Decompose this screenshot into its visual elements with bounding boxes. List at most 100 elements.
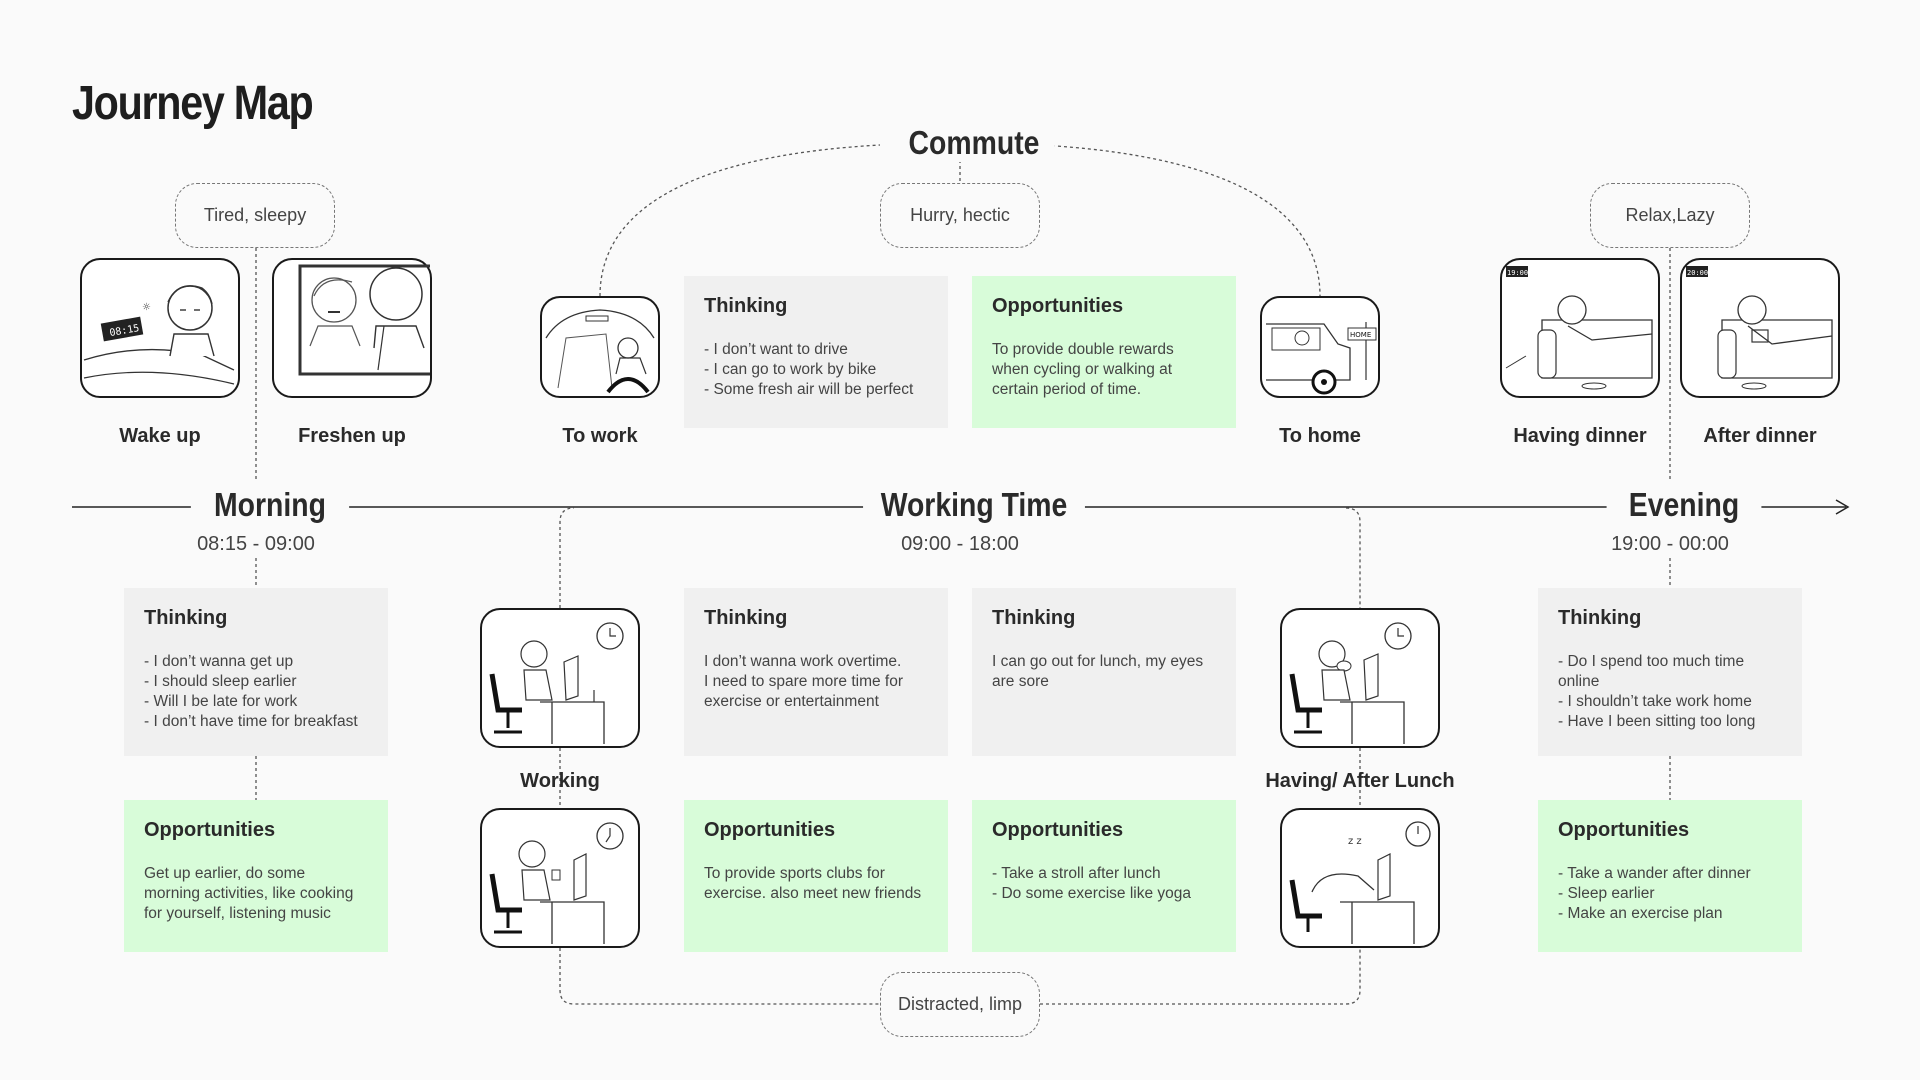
svg-text:08:15: 08:15 [109, 323, 141, 339]
card-working-opportunities: Opportunities To provide sports clubs fo… [684, 800, 948, 952]
card-line: - I can go to work by bike [704, 361, 877, 378]
card-lunch-thinking: Thinking I can go out for lunch, my eyes… [972, 588, 1236, 756]
card-line: To provide double rewards [992, 341, 1174, 358]
card-line: when cycling or walking at [992, 361, 1173, 378]
card-line: I can go out for lunch, my eyes [992, 653, 1204, 670]
scene-label-having-dinner: Having dinner [1513, 425, 1647, 447]
scene-label-working: Working [520, 770, 600, 792]
car-driving-icon [545, 309, 655, 394]
phase-commute-title: Commute [893, 124, 1055, 162]
card-commute-opportunities: Opportunities To provide double rewards w… [972, 276, 1236, 428]
scene-lunch-bottom: z z [1280, 808, 1440, 948]
card-line: - Sleep earlier [1558, 885, 1655, 902]
card-line: Get up earlier, do some [144, 865, 306, 882]
scene-after-dinner: 20:00 [1680, 258, 1840, 398]
card-line: - Will I be late for work [144, 693, 298, 710]
card-line: - Make an exercise plan [1558, 905, 1723, 922]
card-morning-thinking: Thinking - I don’t wanna get up - I shoul… [124, 588, 388, 756]
svg-text:HOME: HOME [1350, 331, 1371, 339]
scene-to-work [540, 296, 660, 398]
svg-text:☼: ☼ [142, 302, 151, 313]
scene-freshen-up [272, 258, 432, 398]
card-lines: Get up earlier, do some morning activitie… [144, 864, 368, 924]
person-desk-icon [489, 822, 624, 944]
card-title: Opportunities [992, 295, 1124, 317]
phase-morning-title: Morning [190, 486, 350, 524]
scene-label-to-work: To work [562, 425, 638, 447]
arrow-right-icon [1835, 499, 1850, 515]
card-line: - I should sleep earlier [144, 673, 297, 690]
person-desk-icon: z z [1289, 821, 1431, 944]
phase-working-time: 09:00 - 18:00 [890, 533, 1030, 556]
card-line: - Some fresh air will be perfect [704, 381, 914, 398]
scene-working-bottom [480, 808, 640, 948]
page-title: Journey Map [72, 77, 314, 130]
person-desk-icon [489, 622, 624, 744]
person-sofa-icon: 20:00 [1686, 266, 1833, 390]
scene-lunch-top [1280, 608, 1440, 748]
card-title: Thinking [1558, 607, 1642, 629]
card-line: - Do I spend too much time [1558, 653, 1745, 670]
scene-label-freshen-up: Freshen up [298, 425, 406, 447]
person-desk-icon [1289, 622, 1412, 744]
card-line: - I shouldn’t take work home [1558, 693, 1752, 710]
person-sleeping-icon: 08:15 ☼ [83, 285, 235, 385]
card-line: - I don’t wanna get up [144, 653, 294, 670]
card-line: exercise. also meet new friends [704, 885, 922, 902]
card-evening-opportunities: Opportunities - Take a wander after dinn… [1538, 800, 1802, 952]
card-lines: - Take a wander after dinner - Sleep earl… [1558, 864, 1782, 924]
commute-arc-right [1039, 144, 1321, 297]
card-lines: I don’t wanna work overtime. I need to sp… [704, 652, 928, 712]
feeling-bubble-evening: Relax,Lazy [1590, 183, 1750, 248]
phase-evening-title: Evening [1606, 486, 1762, 524]
phase-evening-time: 19:00 - 00:00 [1600, 533, 1740, 556]
card-line: - Take a wander after dinner [1558, 865, 1751, 882]
scene-label-wake-up: Wake up [119, 425, 201, 447]
car-home-icon: HOME [1266, 322, 1377, 395]
scene-label-to-home: To home [1279, 425, 1361, 447]
card-title: Opportunities [1558, 819, 1690, 841]
card-line: - I don’t have time for breakfast [144, 713, 358, 730]
card-title: Opportunities [704, 819, 836, 841]
card-line: for yourself, listening music [144, 905, 331, 922]
svg-text:z z: z z [1348, 836, 1362, 847]
feeling-bubble-commute: Hurry, hectic [880, 183, 1040, 248]
card-working-thinking: Thinking I don’t wanna work overtime. I n… [684, 588, 948, 756]
person-sofa-icon: 19:00 [1505, 266, 1653, 390]
scene-to-home: HOME [1260, 296, 1380, 398]
card-line: To provide sports clubs for [704, 865, 885, 882]
card-line: - Take a stroll after lunch [992, 865, 1161, 882]
card-lines: - Take a stroll after lunch - Do some exe… [992, 864, 1216, 904]
svg-text:20:00: 20:00 [1687, 269, 1708, 277]
card-lines: To provide double rewards when cycling or… [992, 340, 1216, 400]
card-title: Thinking [144, 607, 228, 629]
scene-wake-up: 08:15 ☼ [80, 258, 240, 398]
card-lines: - I don’t want to drive - I can go to wor… [704, 340, 928, 400]
card-line: I don’t wanna work overtime. [704, 653, 902, 670]
card-line: I need to spare more time for [704, 673, 904, 690]
card-line: exercise or entertainment [704, 693, 879, 710]
feeling-bubble-morning: Tired, sleepy [175, 183, 335, 248]
scene-having-dinner: 19:00 [1500, 258, 1660, 398]
card-title: Opportunities [992, 819, 1124, 841]
scene-label-after-dinner: After dinner [1703, 425, 1817, 447]
card-title: Opportunities [144, 819, 276, 841]
card-line: - Do some exercise like yoga [992, 885, 1191, 902]
card-title: Thinking [704, 607, 788, 629]
phase-morning-time: 08:15 - 09:00 [186, 533, 326, 556]
svg-text:19:00: 19:00 [1507, 269, 1528, 277]
working-bracket [559, 507, 575, 608]
card-title: Thinking [992, 607, 1076, 629]
feeling-bubble-working: Distracted, limp [880, 972, 1040, 1037]
phase-working-title: Working Time [863, 486, 1085, 524]
card-line: - I don’t want to drive [704, 341, 848, 358]
scene-label-lunch: Having/ After Lunch [1265, 770, 1455, 792]
card-lines: - I don’t wanna get up - I should sleep e… [144, 652, 368, 732]
card-line: morning activities, like cooking [144, 885, 354, 902]
person-brushing-teeth-icon [298, 264, 430, 376]
card-lunch-opportunities: Opportunities - Take a stroll after lunc… [972, 800, 1236, 952]
card-title: Thinking [704, 295, 788, 317]
